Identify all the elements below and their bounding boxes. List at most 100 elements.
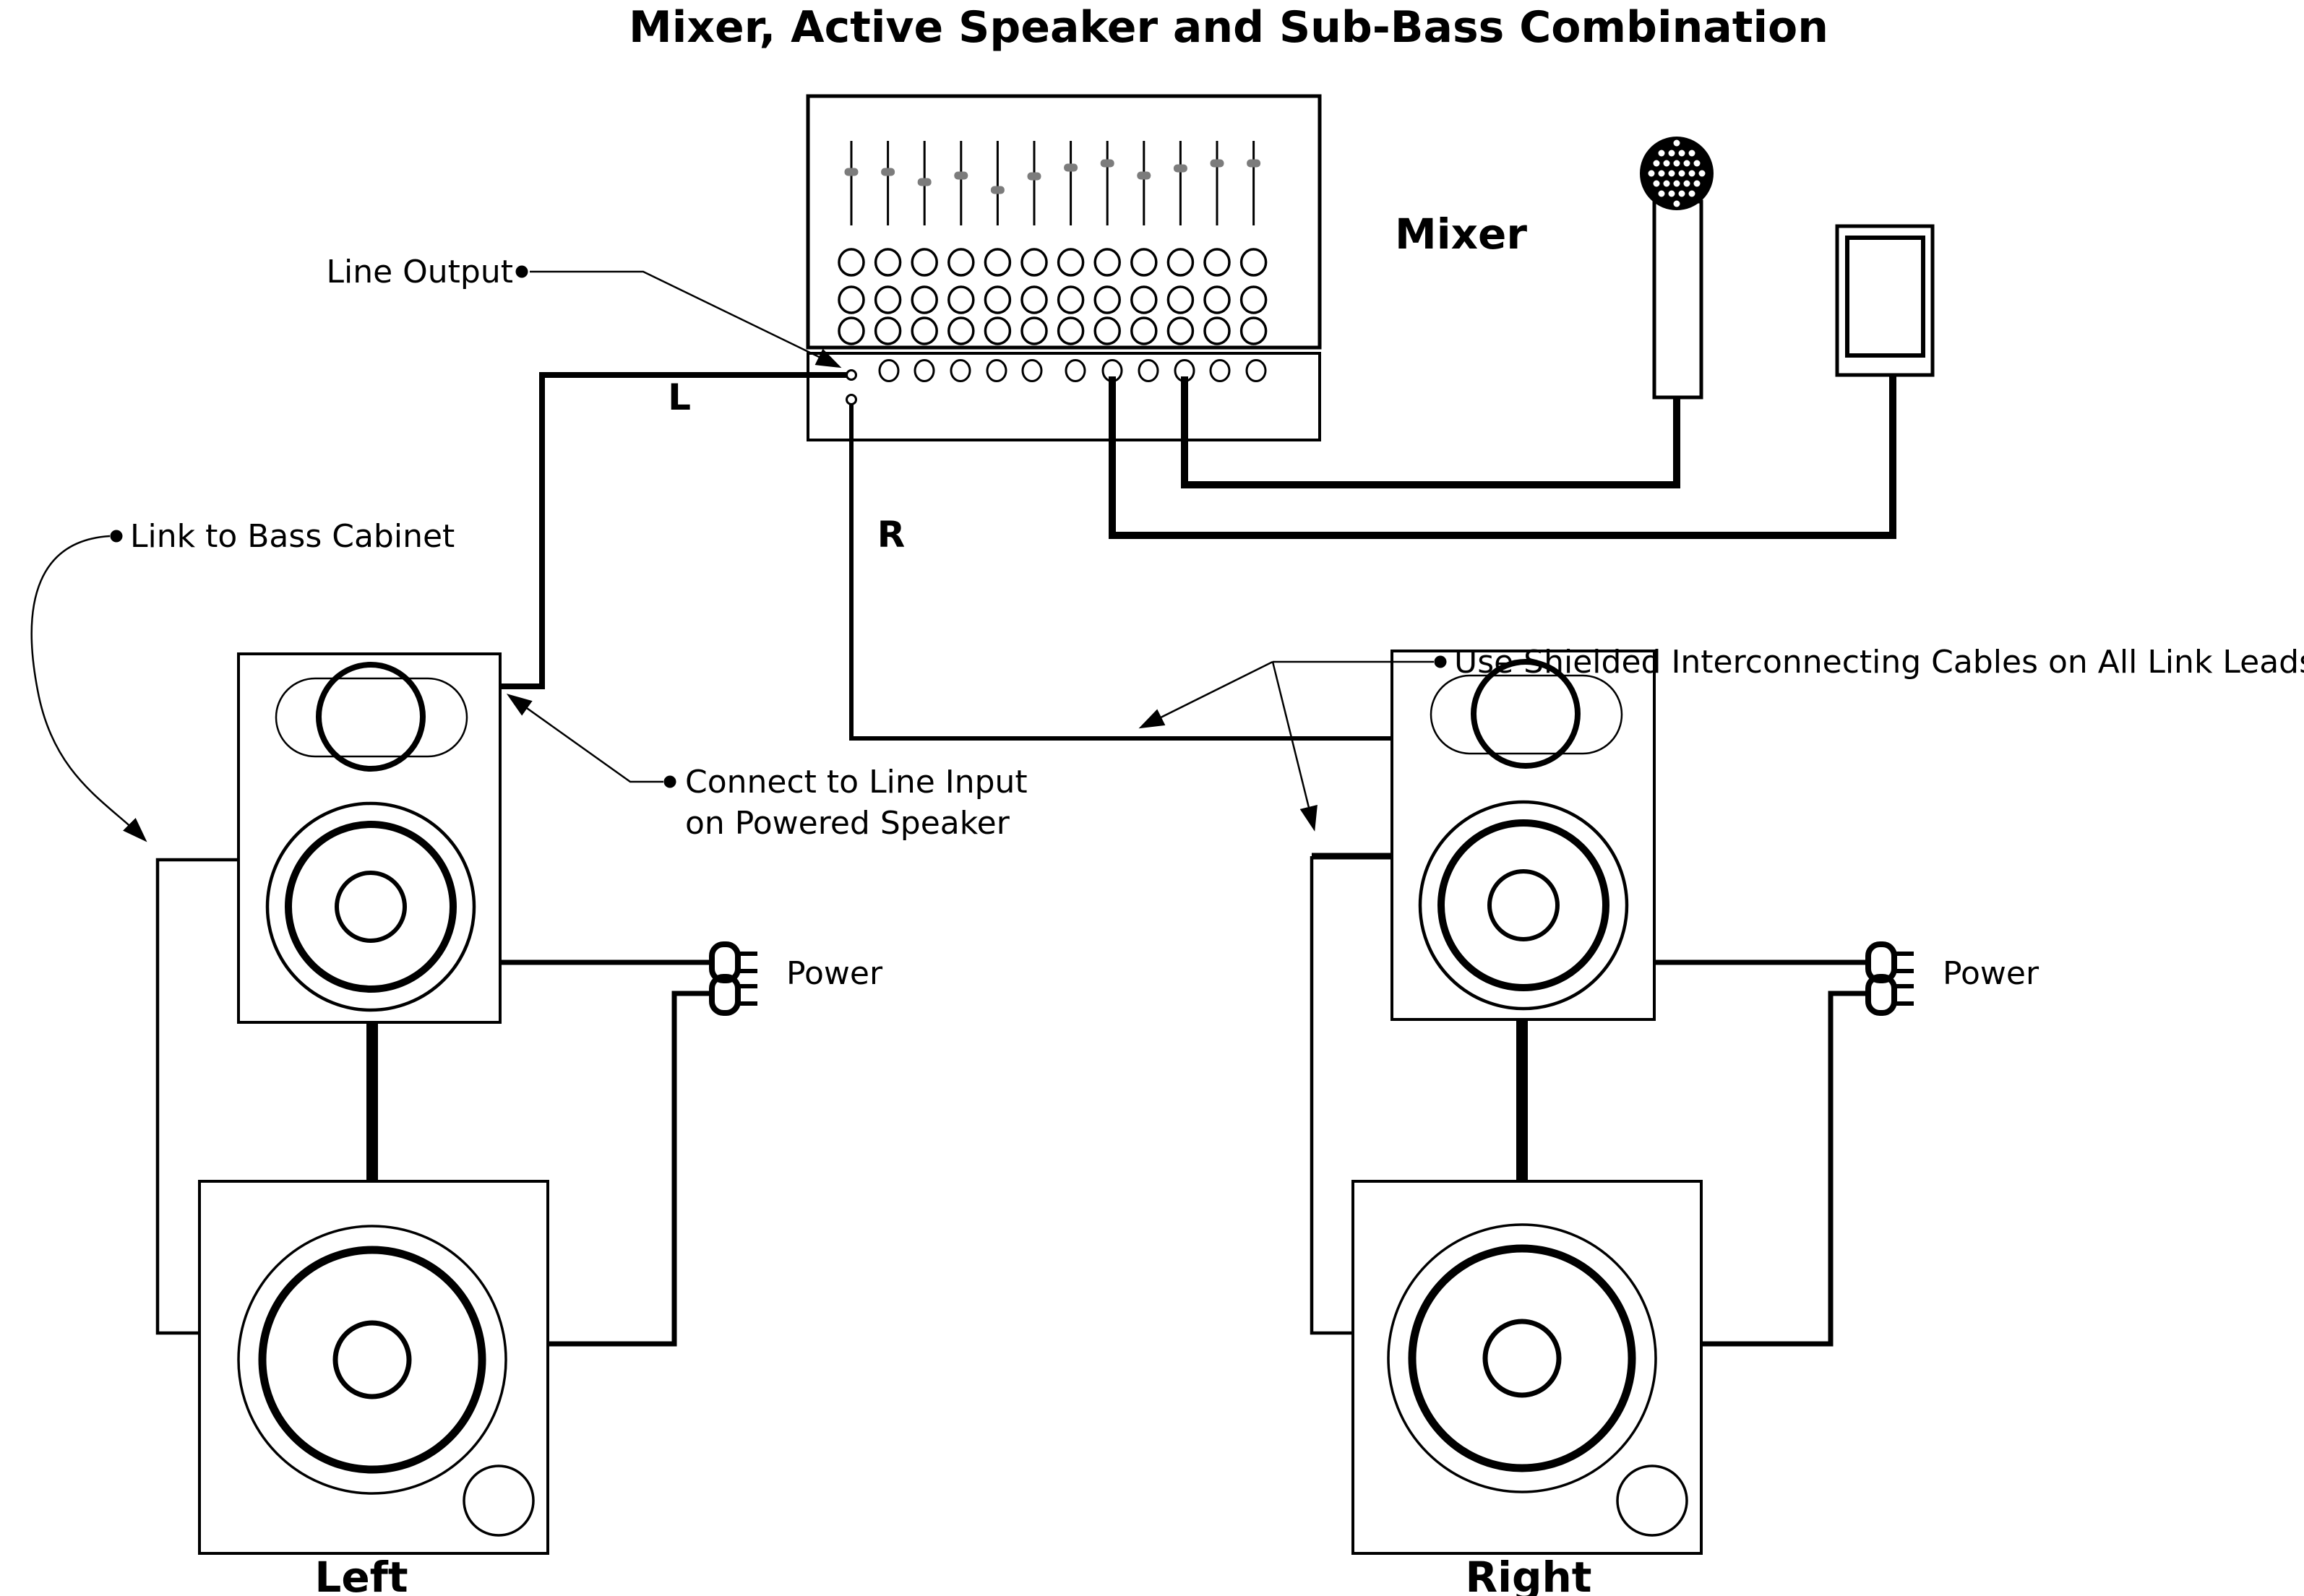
mic-grille-dot xyxy=(1688,150,1695,157)
mixer-input-jack xyxy=(1021,359,1043,382)
mixer-input-jack xyxy=(1245,359,1267,382)
rotary-knob xyxy=(1239,248,1268,277)
mic-grille-dot xyxy=(1678,150,1685,157)
right-sub-power-cable xyxy=(1701,991,1868,1347)
annotation-bullets xyxy=(110,265,1447,788)
fader-knob xyxy=(1173,164,1187,173)
left-bass-woofer-dustcap xyxy=(332,1320,412,1399)
line-output-jack-right xyxy=(846,394,857,405)
link-to-bass-leader xyxy=(30,535,147,842)
fader-knob xyxy=(917,178,932,186)
mic-grille-dot xyxy=(1668,190,1675,197)
rotary-knob xyxy=(874,285,902,314)
left-bass-woofer-cone xyxy=(258,1246,486,1474)
mic-grille-dot xyxy=(1668,150,1675,157)
left-power-pin-upper xyxy=(709,941,741,983)
rotary-knob xyxy=(1130,248,1158,277)
fader-knob xyxy=(1027,172,1041,181)
mixer-input-jack xyxy=(986,359,1007,382)
rotary-knob xyxy=(947,285,975,314)
right-power-connector xyxy=(1865,941,1914,1016)
use-shielded-bullet xyxy=(1434,655,1447,668)
rotary-knob xyxy=(1203,316,1231,345)
left-woofer-dustcap xyxy=(335,871,407,943)
link-to-bass-label: Link to Bass Cabinet xyxy=(130,518,455,555)
rotary-knob xyxy=(1166,285,1195,314)
right-tweeter-dome xyxy=(1471,659,1581,769)
rotary-knob xyxy=(1239,285,1268,314)
mixer-faders xyxy=(844,141,1261,225)
mic-grille-dot xyxy=(1673,200,1680,207)
right-bass-box xyxy=(1351,1180,1703,1555)
microphone-cable xyxy=(1181,376,1680,488)
power-left-label: Power xyxy=(786,955,883,992)
left-power-prongs xyxy=(738,952,757,1006)
channel-left-label: L xyxy=(668,376,691,418)
right-woofer-cone xyxy=(1437,819,1609,991)
rotary-knob xyxy=(984,248,1012,277)
speaker-left-label: Left xyxy=(314,1553,408,1596)
rotary-knob xyxy=(911,248,938,277)
left-bass-cabinet xyxy=(198,1180,549,1555)
mixer xyxy=(806,94,1322,441)
left-powered-speaker xyxy=(237,652,502,1024)
connect-line-input-label-1: Connect to Line Input xyxy=(685,764,1028,801)
right-bass-woofer-dustcap xyxy=(1482,1319,1562,1398)
rotary-knob xyxy=(1093,285,1121,314)
rotary-knob xyxy=(1130,285,1158,314)
mic-grille-dot xyxy=(1678,170,1685,177)
rotary-knob xyxy=(838,316,865,345)
rotary-knob xyxy=(874,316,902,345)
rotary-knob xyxy=(1203,248,1231,277)
mic-grille-dot xyxy=(1658,170,1665,177)
channel-right-label: R xyxy=(877,514,906,556)
fader-knob xyxy=(1210,159,1224,168)
mixer-input-jack xyxy=(878,359,900,382)
mic-grille-dot xyxy=(1663,160,1670,167)
line-output-leader xyxy=(530,270,842,368)
fader-knob xyxy=(1247,159,1261,168)
mic-grille-dot xyxy=(1673,160,1680,167)
right-bass-woofer-surround xyxy=(1387,1223,1657,1493)
mic-grille-dot xyxy=(1693,180,1701,187)
fader-knob xyxy=(1100,159,1114,168)
rotary-knob xyxy=(1057,248,1085,277)
rotary-knob xyxy=(1057,316,1085,345)
mixer-label: Mixer xyxy=(1395,210,1527,259)
left-power-pin-lower xyxy=(709,974,741,1016)
rotary-knob xyxy=(1057,285,1085,314)
left-bass-link-cable xyxy=(155,858,238,1335)
mic-grille-dot xyxy=(1678,190,1685,197)
rotary-knob xyxy=(1020,316,1048,345)
right-woofer-dustcap xyxy=(1487,869,1560,941)
line-output-jack-left xyxy=(846,369,857,381)
mixer-input-jack xyxy=(1065,359,1086,382)
mic-grille-dot xyxy=(1668,170,1675,177)
connect-line-input-leader xyxy=(506,694,663,783)
mixer-panel xyxy=(806,94,1322,350)
rotary-knob xyxy=(874,248,902,277)
page-title: Mixer, Active Speaker and Sub-Bass Combi… xyxy=(629,2,1828,53)
right-power-prongs xyxy=(1894,952,1914,1006)
mic-grille-dot xyxy=(1683,160,1690,167)
mic-grille-dot xyxy=(1648,170,1655,177)
mic-grille-dot xyxy=(1688,190,1695,197)
fader-knob xyxy=(881,168,895,176)
mic-body xyxy=(1652,199,1703,400)
mic-grille-dot xyxy=(1658,190,1665,197)
cables xyxy=(155,372,1896,1347)
mic-grille-dot xyxy=(1653,160,1660,167)
right-power-pin-upper xyxy=(1865,941,1897,983)
power-right-label: Power xyxy=(1943,955,2039,992)
fader-knob xyxy=(1064,163,1078,172)
right-bass-link-cable-thin xyxy=(1310,856,1353,1335)
mic-grille-dot xyxy=(1663,180,1670,187)
mixer-knob-grid xyxy=(838,248,1268,345)
fader-knob xyxy=(990,186,1005,194)
rotary-knob xyxy=(1166,316,1195,345)
mic-grille-dot xyxy=(1653,180,1660,187)
microphone-icon xyxy=(1640,137,1714,400)
mic-grille-dot xyxy=(1693,160,1701,167)
